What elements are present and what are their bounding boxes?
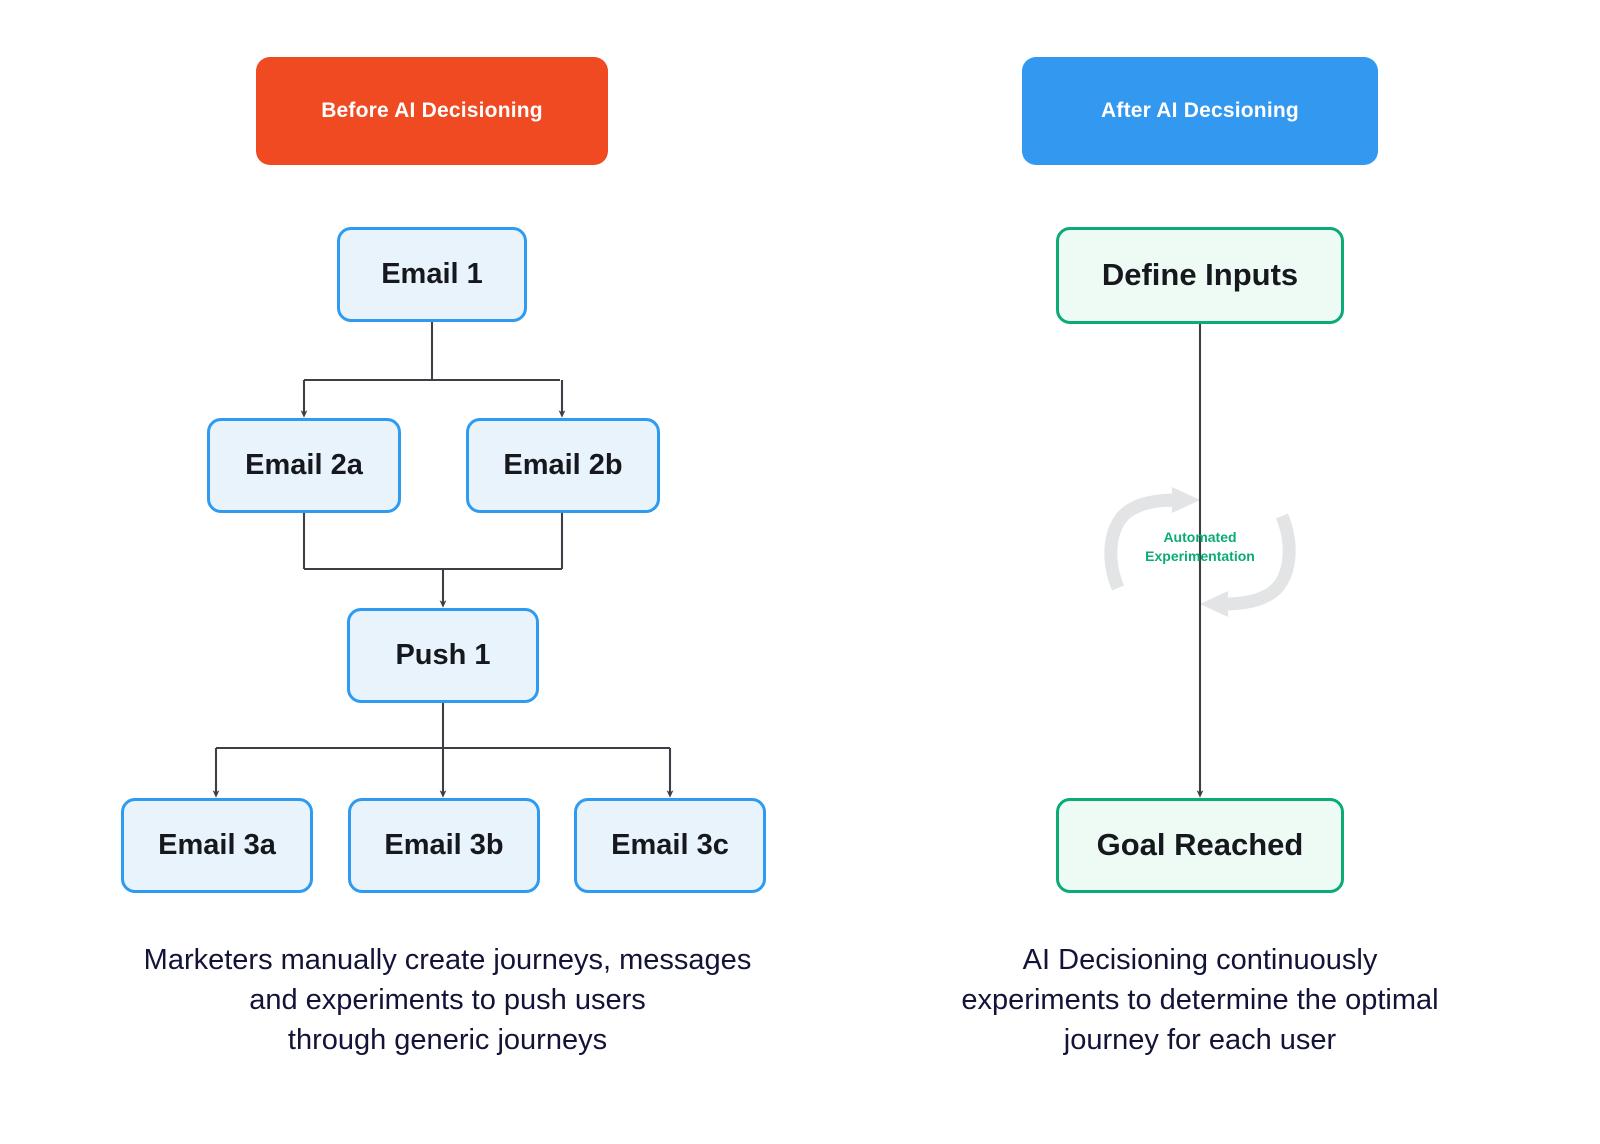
node-email-1[interactable]: Email 1 [337, 227, 527, 322]
loop-label-line-2: Experimentation [1145, 547, 1255, 564]
node-goal-reached-label: Goal Reached [1096, 827, 1304, 863]
node-push-1-label: Push 1 [395, 638, 491, 671]
caption-before: Marketers manually create journeys, mess… [143, 944, 752, 1057]
node-push-1[interactable]: Push 1 [347, 608, 539, 703]
node-email-2b[interactable]: Email 2b [466, 418, 660, 513]
node-define-inputs[interactable]: Define Inputs [1056, 227, 1344, 324]
loop-label: Automated Experimentation [1118, 528, 1282, 566]
loop-arrowhead-right [1172, 487, 1200, 513]
caption-after: AI Decisioning continuously experiments … [961, 944, 1439, 1057]
node-email-3a[interactable]: Email 3a [121, 798, 313, 893]
node-email-2b-label: Email 2b [503, 448, 623, 481]
node-email-2a-label: Email 2a [245, 448, 363, 481]
node-define-inputs-label: Define Inputs [1101, 257, 1299, 293]
panel-header-after: After AI Decsioning [1022, 57, 1378, 165]
node-email-3b-label: Email 3b [384, 828, 504, 861]
node-email-1-label: Email 1 [381, 257, 483, 290]
panel-header-before-label: Before AI Decisioning [321, 99, 543, 122]
node-email-3a-label: Email 3a [158, 828, 276, 861]
node-email-3c-label: Email 3c [611, 828, 729, 861]
node-email-3b[interactable]: Email 3b [348, 798, 540, 893]
panel-header-after-label: After AI Decsioning [1101, 99, 1299, 122]
panel-header-before: Before AI Decisioning [256, 57, 608, 165]
loop-arrowhead-left [1200, 591, 1228, 617]
node-goal-reached[interactable]: Goal Reached [1056, 798, 1344, 893]
node-email-3c[interactable]: Email 3c [574, 798, 766, 893]
node-email-2a[interactable]: Email 2a [207, 418, 401, 513]
loop-label-line-1: Automated [1163, 529, 1237, 545]
